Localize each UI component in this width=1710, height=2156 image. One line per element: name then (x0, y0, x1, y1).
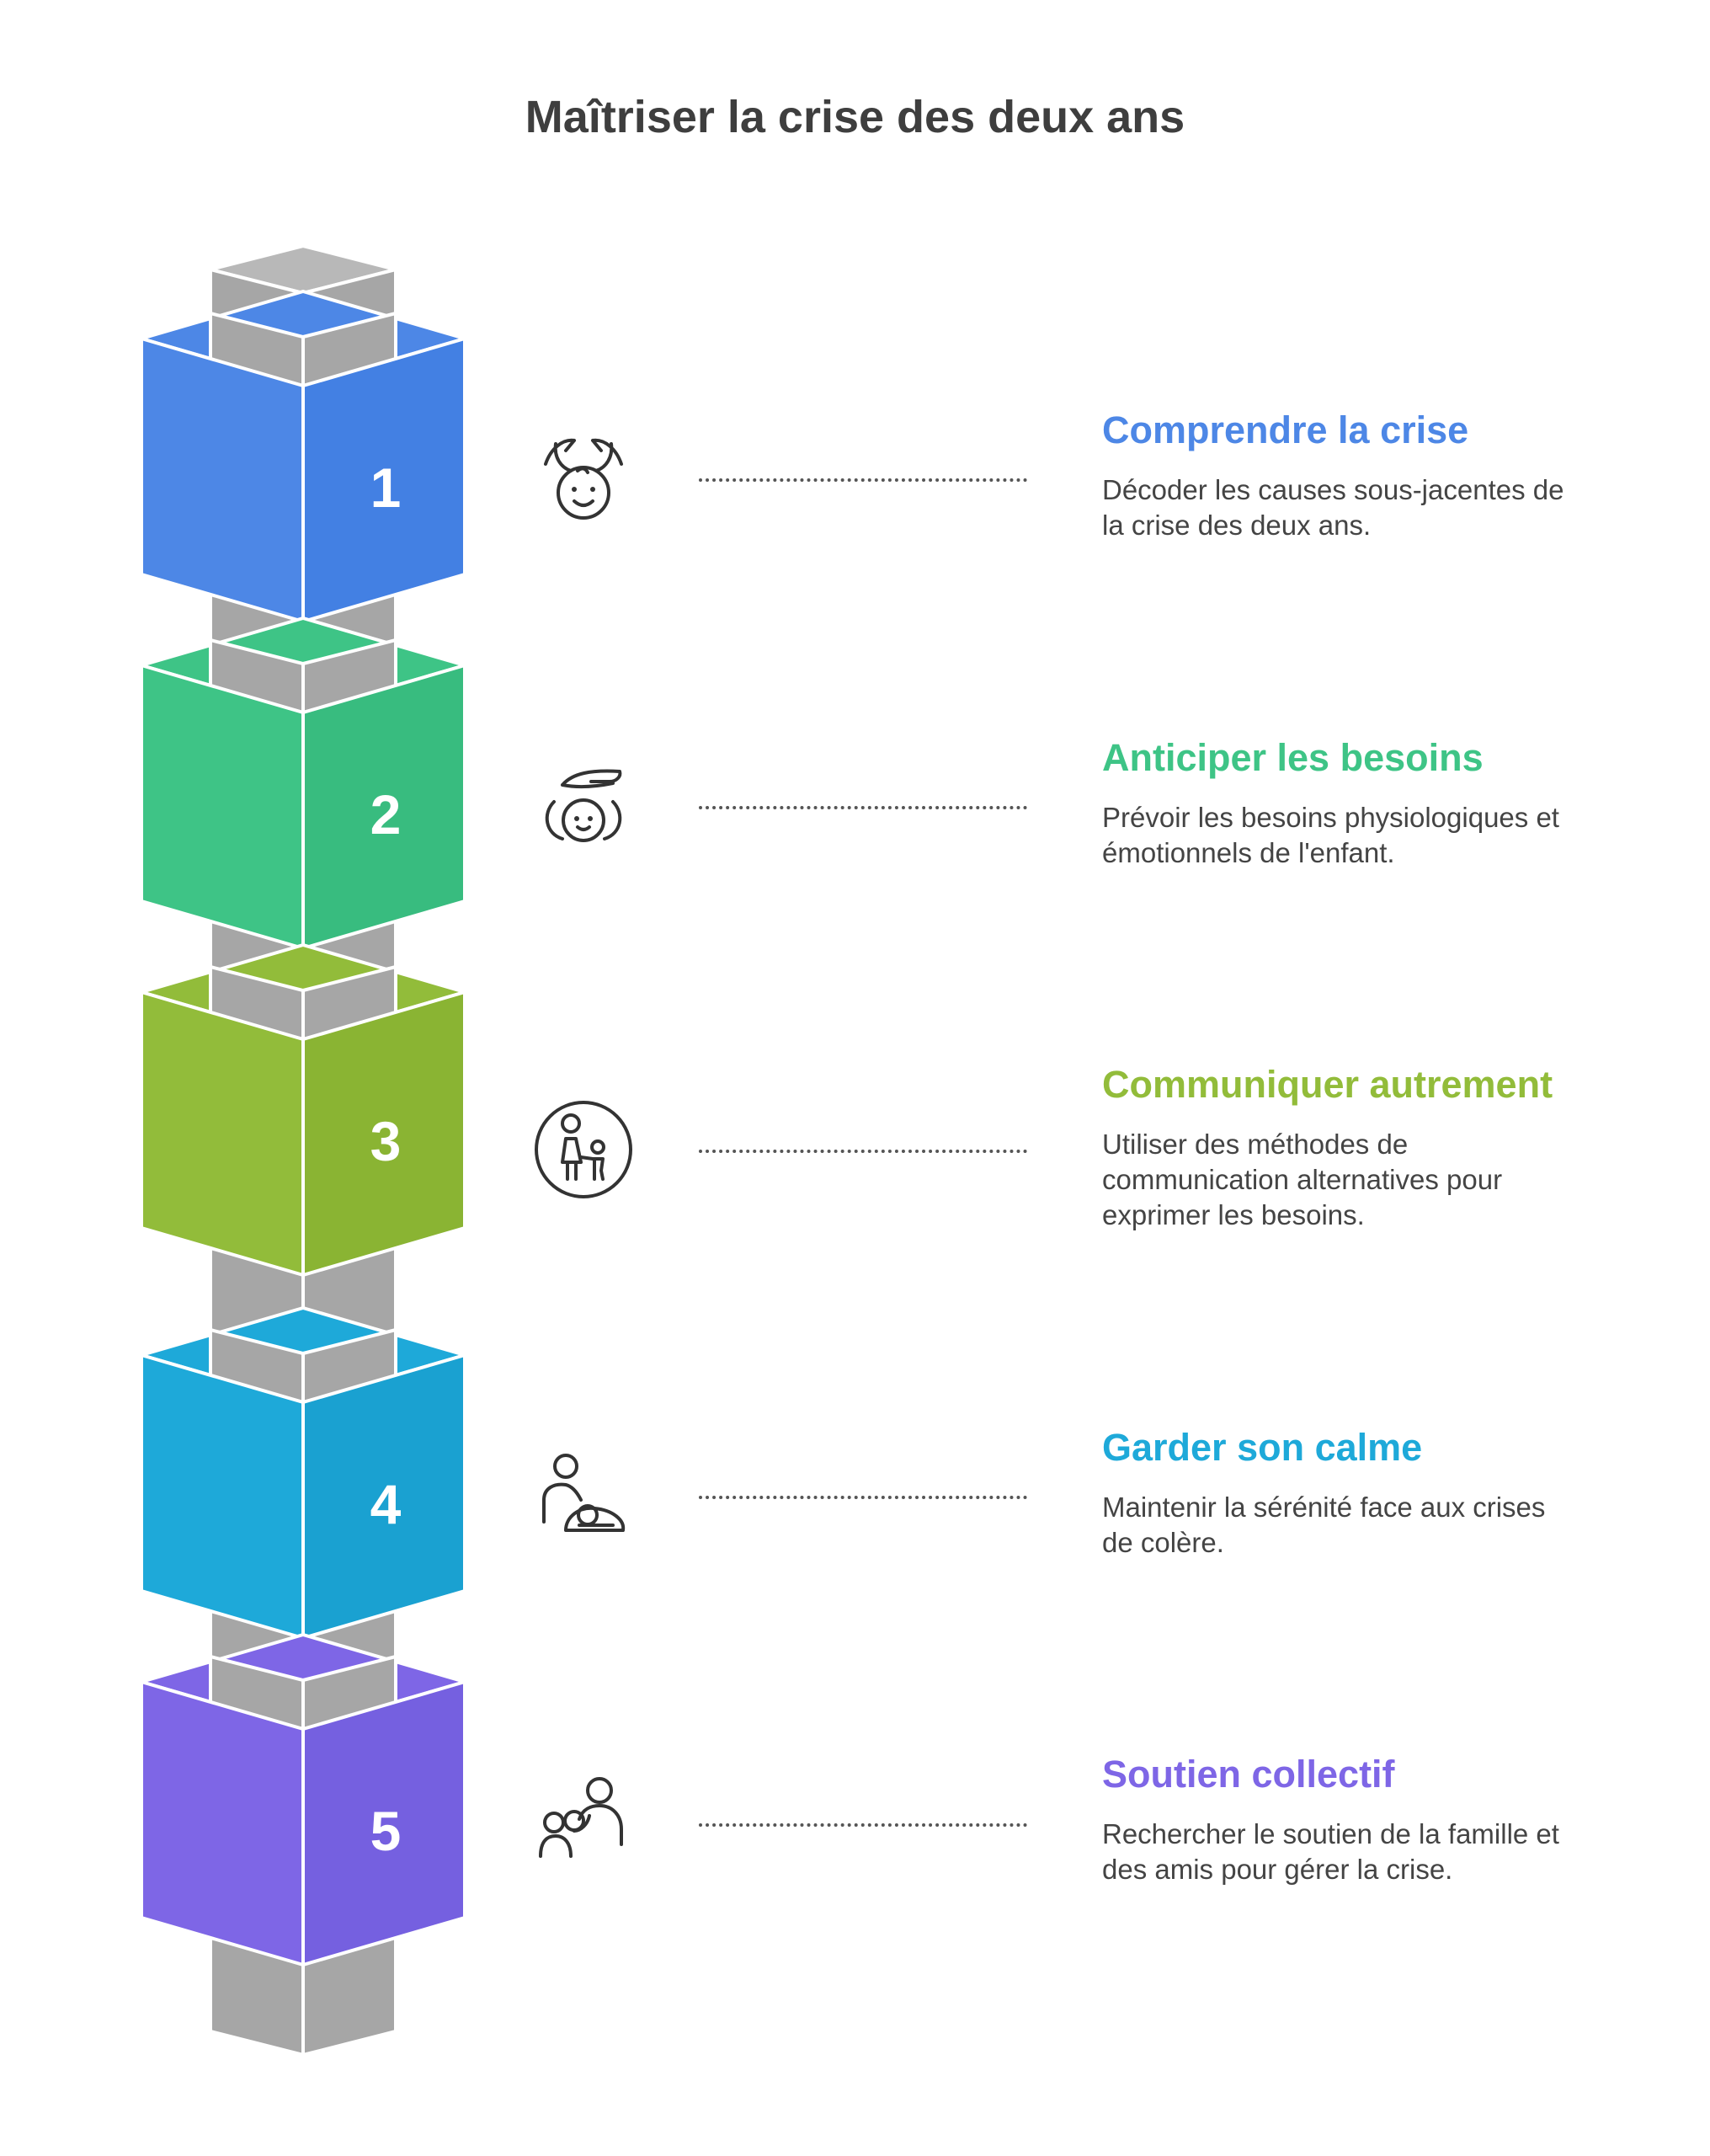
step-cube-3: 3 (140, 943, 466, 1277)
dotted-connector (699, 1150, 1027, 1153)
step-cube-5: 5 (140, 1633, 466, 1967)
dotted-connector (699, 806, 1027, 809)
step-title: Communiquer autrement (1102, 1063, 1553, 1106)
parent-soothing-baby-icon (529, 1441, 638, 1550)
step-description: Décoder les causes sous-jacentes de la c… (1102, 474, 1564, 541)
step-title: Garder son calme (1102, 1426, 1423, 1469)
step-title: Soutien collectif (1102, 1753, 1395, 1796)
step-description: Maintenir la sérénité face aux crises de… (1102, 1492, 1546, 1558)
parent-child-circle-icon (529, 1095, 638, 1204)
dotted-connector (699, 478, 1027, 482)
hand-caring-child-icon (529, 751, 638, 861)
step-description: Prévoir les besoins physiologiques et ém… (1102, 802, 1559, 868)
page-title: Maîtriser la crise des deux ans (525, 92, 1185, 142)
step-cube-4: 4 (140, 1306, 466, 1640)
step-title: Anticiper les besoins (1102, 736, 1484, 779)
dotted-connector (699, 1496, 1027, 1499)
step-number: 2 (370, 783, 402, 846)
step-title: Comprendre la crise (1102, 408, 1469, 451)
step-cube-2: 2 (140, 616, 466, 950)
group-support-icon (529, 1769, 638, 1878)
step-number: 4 (370, 1473, 402, 1535)
step-description: Utiliser des méthodes de communication a… (1102, 1129, 1503, 1230)
dotted-connector (699, 1823, 1027, 1827)
step-number: 3 (370, 1110, 402, 1172)
step-number: 1 (370, 456, 402, 519)
step-number: 5 (370, 1800, 402, 1862)
hands-over-baby-icon (529, 424, 638, 533)
step-cube-1: 1 (140, 290, 466, 623)
step-description: Rechercher le soutien de la famille et d… (1102, 1818, 1559, 1885)
